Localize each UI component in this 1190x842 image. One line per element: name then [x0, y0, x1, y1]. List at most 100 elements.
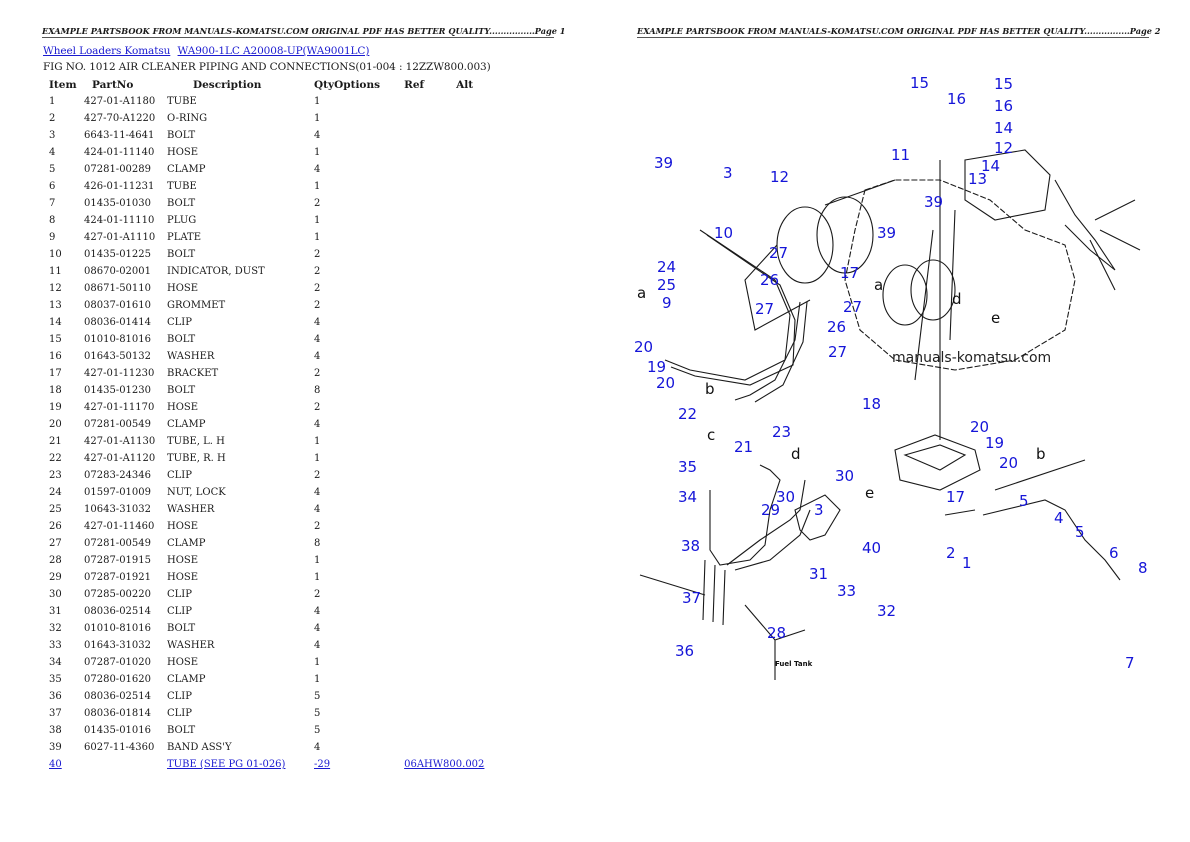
item-number: 36 — [49, 691, 62, 702]
part-description: HOSE — [167, 283, 199, 294]
callout-item-19[interactable]: 19 — [985, 434, 1005, 452]
callout-item-7[interactable]: 7 — [1125, 654, 1135, 672]
options — [334, 399, 404, 416]
callout-item-24[interactable]: 24 — [657, 258, 677, 276]
callout-item-38[interactable]: 38 — [681, 537, 701, 555]
ref — [404, 331, 456, 348]
qty-link[interactable]: -29 — [314, 759, 331, 770]
callout-item-27[interactable]: 27 — [769, 244, 789, 262]
callout-item-13[interactable]: 13 — [968, 170, 988, 188]
callout-item-31[interactable]: 31 — [809, 565, 829, 583]
callout-item-39[interactable]: 39 — [877, 224, 897, 242]
callout-item-29[interactable]: 29 — [761, 501, 781, 519]
callout-item-5[interactable]: 5 — [1019, 492, 1029, 510]
options — [334, 467, 404, 484]
callout-item-23[interactable]: 23 — [772, 423, 792, 441]
options — [334, 569, 404, 586]
alt — [456, 229, 496, 246]
callout-item-3[interactable]: 3 — [814, 501, 824, 519]
breadcrumb-link-model[interactable]: WA900-1LC A20008-UP(WA9001LC) — [177, 45, 370, 57]
callout-item-28[interactable]: 28 — [767, 624, 787, 642]
callout-item-30[interactable]: 30 — [776, 488, 796, 506]
callout-item-11[interactable]: 11 — [891, 146, 911, 164]
figure-title: FIG NO. 1012 AIR CLEANER PIPING AND CONN… — [43, 61, 491, 73]
breadcrumb-link-category[interactable]: Wheel Loaders Komatsu — [43, 45, 171, 57]
callout-item-40[interactable]: 40 — [862, 539, 882, 557]
options — [334, 416, 404, 433]
callout-item-32[interactable]: 32 — [877, 602, 897, 620]
quantity: 4 — [314, 419, 321, 430]
callout-item-20[interactable]: 20 — [656, 374, 676, 392]
callout-item-3[interactable]: 3 — [723, 164, 733, 182]
callout-item-4[interactable]: 4 — [1054, 509, 1064, 527]
callout-item-21[interactable]: 21 — [734, 438, 754, 456]
ref-figure-link[interactable]: 06AHW800.002 — [404, 759, 485, 770]
alt — [456, 586, 496, 603]
ref — [404, 671, 456, 688]
options — [334, 229, 404, 246]
callout-item-33[interactable]: 33 — [837, 582, 857, 600]
see-page-link[interactable]: TUBE (SEE PG 01-026) — [167, 759, 286, 770]
callout-item-18[interactable]: 18 — [862, 395, 882, 413]
item-number: 15 — [49, 334, 62, 345]
callout-item-12[interactable]: 12 — [770, 168, 790, 186]
callout-item-1[interactable]: 1 — [962, 554, 972, 572]
page-2: EXAMPLE PARTSBOOK FROM MANUALS-KOMATSU.C… — [595, 0, 1190, 842]
callout-item-39[interactable]: 39 — [924, 193, 944, 211]
callout-item-20[interactable]: 20 — [970, 418, 990, 436]
ref — [404, 739, 456, 756]
part-description: TUBE, L. H — [167, 436, 225, 447]
callout-item-26[interactable]: 26 — [827, 318, 847, 336]
item-40-link[interactable]: 40 — [49, 759, 62, 770]
callout-item-16[interactable]: 16 — [994, 97, 1014, 115]
part-number: 424-01-11110 — [84, 215, 155, 226]
part-description: CLIP — [167, 708, 192, 719]
callout-item-27[interactable]: 27 — [755, 300, 775, 318]
callout-item-35[interactable]: 35 — [678, 458, 698, 476]
col-header-item: Item — [49, 78, 77, 91]
alt — [456, 93, 496, 110]
callout-item-26[interactable]: 26 — [760, 271, 780, 289]
alt — [456, 569, 496, 586]
part-description: NUT, LOCK — [167, 487, 226, 498]
callout-item-22[interactable]: 22 — [678, 405, 698, 423]
callout-item-27[interactable]: 27 — [843, 298, 863, 316]
callout-item-9[interactable]: 9 — [662, 294, 672, 312]
callout-item-16[interactable]: 16 — [947, 90, 967, 108]
callout-item-5[interactable]: 5 — [1075, 523, 1085, 541]
callout-item-17[interactable]: 17 — [840, 264, 860, 282]
callout-item-15[interactable]: 15 — [910, 74, 930, 92]
callout-item-17[interactable]: 17 — [946, 488, 966, 506]
callout-item-15[interactable]: 15 — [994, 75, 1014, 93]
part-description: CLAMP — [167, 674, 206, 685]
callout-item-39[interactable]: 39 — [654, 154, 674, 172]
callout-item-25[interactable]: 25 — [657, 276, 677, 294]
callout-item-10[interactable]: 10 — [714, 224, 734, 242]
callout-item-30[interactable]: 30 — [835, 467, 855, 485]
callout-item-37[interactable]: 37 — [682, 589, 702, 607]
callout-item-19[interactable]: 19 — [647, 358, 667, 376]
fuel-tank-label: Fuel Tank — [775, 660, 813, 668]
part-description: CLIP — [167, 317, 192, 328]
callout-item-20[interactable]: 20 — [634, 338, 654, 356]
callout-item-20[interactable]: 20 — [999, 454, 1019, 472]
callout-item-34[interactable]: 34 — [678, 488, 698, 506]
item-number: 10 — [49, 249, 62, 260]
callout-item-2[interactable]: 2 — [946, 544, 956, 562]
callout-item-6[interactable]: 6 — [1109, 544, 1119, 562]
callout-item-14[interactable]: 14 — [981, 157, 1001, 175]
part-description: HOSE — [167, 572, 199, 583]
options — [334, 671, 404, 688]
alt — [456, 314, 496, 331]
callout-item-8[interactable]: 8 — [1138, 559, 1148, 577]
callout-item-12[interactable]: 12 — [994, 139, 1014, 157]
quantity: 1 — [314, 572, 321, 583]
callout-item-14[interactable]: 14 — [994, 119, 1014, 137]
options — [334, 722, 404, 739]
callout-item-27[interactable]: 27 — [828, 343, 848, 361]
callout-item-36[interactable]: 36 — [675, 642, 695, 660]
